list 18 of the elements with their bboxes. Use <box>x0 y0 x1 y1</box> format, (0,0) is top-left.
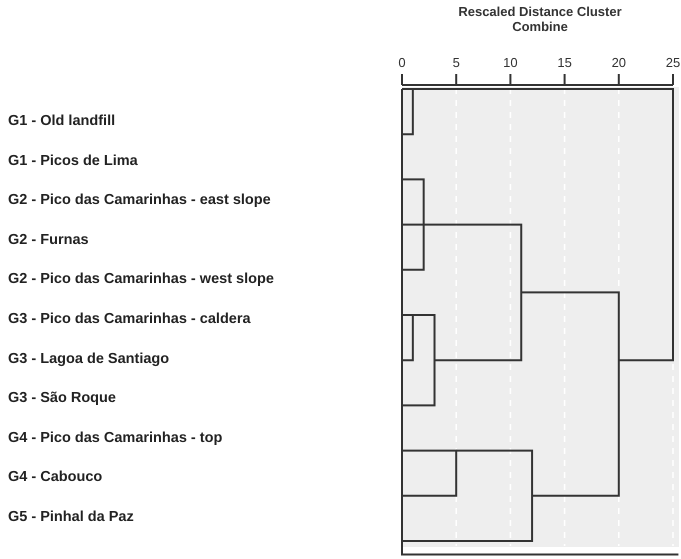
leaf-label: G2 - Pico das Camarinhas - east slope <box>8 192 271 208</box>
tick-label: 0 <box>397 55 407 70</box>
leaf-label: G1 - Old landfill <box>8 113 116 129</box>
axis-title: Rescaled Distance Cluster Combine <box>457 4 623 34</box>
leaf-label: G4 - Pico das Camarinhas - top <box>8 430 222 446</box>
leaf-label: G5 - Pinhal da Paz <box>8 509 134 525</box>
leaf-label: G3 - Pico das Camarinhas - caldera <box>8 311 251 327</box>
tick-label: 10 <box>502 55 519 70</box>
tick-label: 25 <box>664 55 681 70</box>
leaf-label: G3 - Lagoa de Santiago <box>8 350 170 367</box>
tick-label: 15 <box>556 55 573 70</box>
leaf-label: G2 - Furnas <box>8 232 89 248</box>
leaf-label: G4 - Cabouco <box>8 469 102 486</box>
leaf-label: G2 - Pico das Camarinhas - west slope <box>8 271 274 288</box>
tick-label: 20 <box>610 55 628 70</box>
leaf-label: G1 - Picos de Lima <box>8 152 138 169</box>
tick-label: 5 <box>452 55 461 70</box>
leaf-label: G3 - São Roque <box>8 390 116 406</box>
